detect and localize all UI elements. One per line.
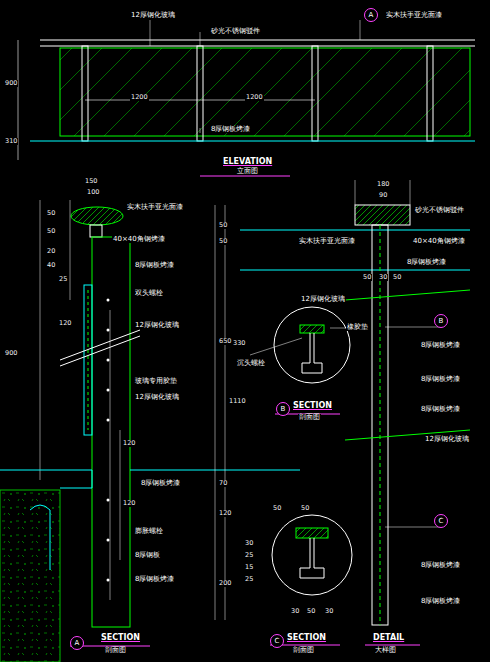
dimension: 25 bbox=[244, 552, 254, 559]
view-title: DETAIL bbox=[372, 634, 405, 642]
marker-letter: A bbox=[369, 12, 374, 19]
dimension: 900 bbox=[4, 350, 18, 357]
dimension: 50 bbox=[46, 210, 56, 217]
section-marker: C bbox=[270, 634, 284, 648]
part-label: 玻璃专用胶垫 bbox=[134, 378, 178, 385]
part-label: 12厚钢化玻璃 bbox=[424, 436, 470, 443]
dimension: 25 bbox=[58, 276, 68, 283]
part-label: 剖面图 bbox=[292, 647, 315, 654]
dimension: 50 bbox=[306, 608, 316, 615]
dimension: 120 bbox=[122, 440, 136, 447]
part-label: 12厚钢化玻璃 bbox=[130, 12, 176, 19]
dimension: 20 bbox=[46, 248, 56, 255]
part-label: 沉头螺栓 bbox=[236, 360, 266, 367]
part-label: 40×40角钢烤漆 bbox=[112, 236, 166, 243]
part-label: 砂光不锈钢驳件 bbox=[414, 207, 465, 214]
part-label: 剖面图 bbox=[104, 647, 127, 654]
dimension: 900 bbox=[4, 80, 18, 87]
part-label: 8厚钢板烤漆 bbox=[406, 259, 447, 266]
dimension: 180 bbox=[376, 181, 390, 188]
dimension: 120 bbox=[58, 320, 72, 327]
part-label: 实木扶手亚光面漆 bbox=[298, 238, 356, 245]
dimension: 25 bbox=[244, 576, 254, 583]
part-label: 8厚钢板 bbox=[134, 552, 161, 559]
part-label: 8厚钢板烤漆 bbox=[420, 406, 461, 413]
dimension: 15 bbox=[244, 564, 254, 571]
dimension: 120 bbox=[218, 510, 232, 517]
section-marker: B bbox=[276, 402, 290, 416]
dimension: 150 bbox=[84, 178, 98, 185]
view-title: SECTION bbox=[292, 402, 333, 410]
section-marker: C bbox=[434, 514, 448, 528]
dimension: 40 bbox=[46, 262, 56, 269]
part-label: 8厚钢板烤漆 bbox=[420, 376, 461, 383]
part-label: 12厚钢化玻璃 bbox=[300, 296, 346, 303]
dimension: 70 bbox=[218, 480, 228, 487]
dimension: 30 bbox=[378, 274, 388, 281]
section-marker: A bbox=[364, 8, 378, 22]
dimension: 90 bbox=[378, 192, 388, 199]
part-label: 8厚钢板烤漆 bbox=[210, 126, 251, 133]
part-label: 立面图 bbox=[236, 168, 259, 175]
part-label: 40×40角钢烤漆 bbox=[412, 238, 466, 245]
view-title: ELEVATION bbox=[222, 158, 273, 166]
part-label: 8厚钢板烤漆 bbox=[420, 598, 461, 605]
part-label: 实木扶手亚光面漆 bbox=[385, 12, 443, 19]
marker-letter: B bbox=[439, 318, 444, 325]
view-title: SECTION bbox=[286, 634, 327, 642]
dimension: 50 bbox=[392, 274, 402, 281]
section-marker: A bbox=[70, 636, 84, 650]
dimension: 50 bbox=[218, 238, 228, 245]
part-label: 橡胶垫 bbox=[346, 324, 369, 331]
part-label: 8厚钢板烤漆 bbox=[134, 576, 175, 583]
part-label: 实木扶手亚光面漆 bbox=[126, 204, 184, 211]
dimension: 30 bbox=[290, 608, 300, 615]
view-title: SECTION bbox=[100, 634, 141, 642]
part-label: 8厚钢板烤漆 bbox=[420, 342, 461, 349]
section-marker: B bbox=[434, 314, 448, 328]
dimension: 1110 bbox=[228, 398, 247, 405]
part-label: 8厚钢板烤漆 bbox=[134, 262, 175, 269]
dimension: 50 bbox=[272, 505, 282, 512]
part-label: 砂光不锈钢驳件 bbox=[210, 28, 261, 35]
marker-letter: A bbox=[75, 640, 80, 647]
dimension: 330 bbox=[232, 340, 246, 347]
dimension: 120 bbox=[122, 500, 136, 507]
marker-letter: C bbox=[275, 638, 280, 645]
part-label: 双头螺栓 bbox=[134, 290, 164, 297]
dimension: 50 bbox=[46, 228, 56, 235]
dimension: 1200 bbox=[130, 94, 149, 101]
part-label: 12厚钢化玻璃 bbox=[134, 394, 180, 401]
part-label: 大样图 bbox=[374, 647, 397, 654]
dimension: 100 bbox=[86, 189, 100, 196]
dimension: 200 bbox=[218, 580, 232, 587]
part-label: 膨胀螺栓 bbox=[134, 528, 164, 535]
dimension: 50 bbox=[300, 505, 310, 512]
dimension: 50 bbox=[218, 222, 228, 229]
marker-letter: C bbox=[439, 518, 444, 525]
part-label: 剖面图 bbox=[298, 414, 321, 421]
dimension: 310 bbox=[4, 138, 18, 145]
part-label: 8厚钢板烤漆 bbox=[140, 480, 181, 487]
dimension: 650 bbox=[218, 338, 232, 345]
part-label: 12厚钢化玻璃 bbox=[134, 322, 180, 329]
marker-letter: B bbox=[281, 406, 286, 413]
dimension: 30 bbox=[244, 540, 254, 547]
dimension: 50 bbox=[362, 274, 372, 281]
dimension: 1200 bbox=[245, 94, 264, 101]
dimension: 30 bbox=[324, 608, 334, 615]
part-label: 8厚钢板烤漆 bbox=[420, 562, 461, 569]
